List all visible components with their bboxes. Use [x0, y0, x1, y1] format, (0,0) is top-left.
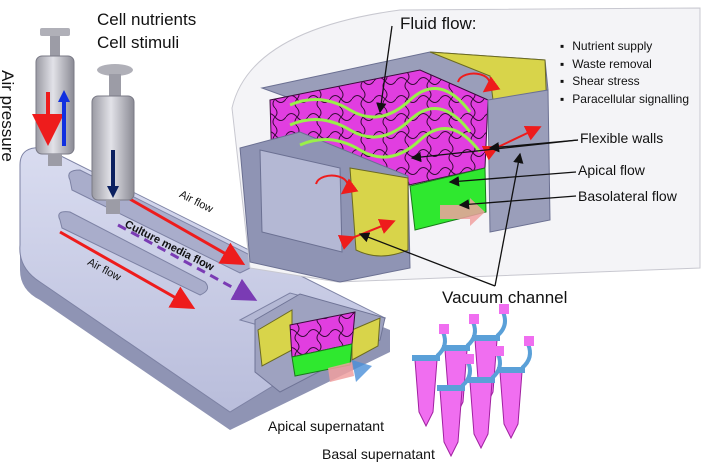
apical-flow-label: Apical flow	[578, 162, 645, 178]
apical-supernatant-label: Apical supernatant	[268, 418, 384, 434]
syringe-air	[32, 28, 75, 166]
flexible-walls-label: Flexible walls	[580, 130, 664, 146]
cell-stimuli-label: Cell stimuli	[97, 33, 180, 52]
tube-icon	[497, 336, 534, 440]
fluid-flow-item: Waste removal	[560, 56, 689, 74]
air-pressure-label: Air pressure	[0, 70, 17, 162]
syringe-media	[91, 64, 135, 214]
chip-cross-section	[254, 293, 386, 393]
fluid-flow-list: Nutrient supply Waste removal Shear stre…	[560, 38, 689, 108]
basolateral-flow-label: Basolateral flow	[578, 188, 677, 204]
basal-supernatant-label: Basal supernatant	[322, 446, 435, 462]
fluid-flow-item: Paracellular signalling	[560, 91, 689, 109]
collection-tubes	[412, 304, 534, 458]
tube-icon	[467, 346, 504, 450]
fluid-flow-item: Nutrient supply	[560, 38, 689, 56]
cell-nutrients-label: Cell nutrients	[97, 10, 197, 29]
culture-media-arrow	[117, 223, 258, 301]
fluid-flow-item: Shear stress	[560, 73, 689, 91]
vacuum-channel-label: Vacuum channel	[442, 288, 568, 307]
leader-lines	[358, 25, 579, 287]
fluid-flow-title: Fluid flow:	[400, 14, 477, 33]
air-flow-arrows	[59, 196, 246, 309]
tube-icon	[437, 354, 474, 458]
